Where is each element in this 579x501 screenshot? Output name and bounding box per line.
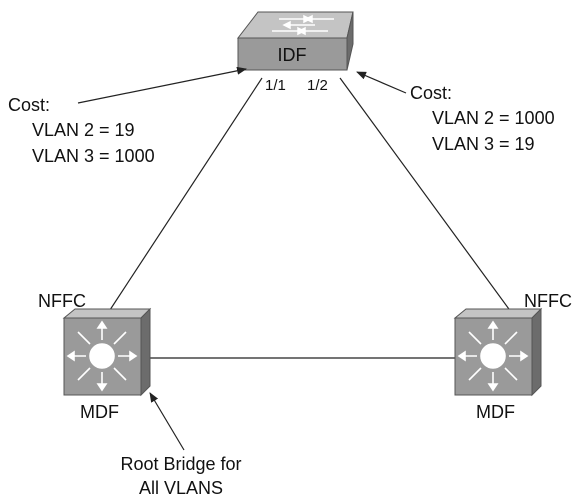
right-mdf-switch-icon xyxy=(453,307,543,397)
right-mdf-bottom-label: MDF xyxy=(476,402,515,422)
link-idf-to-right-mdf xyxy=(339,77,515,317)
cost-right-title: Cost: xyxy=(410,83,452,103)
right-mdf-star-icon xyxy=(457,320,529,392)
idf-switch-icon xyxy=(236,11,354,71)
left-mdf-switch-icon xyxy=(62,307,152,397)
left-mdf-top-label: NFFC xyxy=(38,291,86,311)
cost-right-arrow xyxy=(356,71,407,94)
root-bridge-arrow xyxy=(149,392,185,451)
cost-right-vlan3: VLAN 3 = 19 xyxy=(432,134,535,154)
idf-port-1-2: 1/2 xyxy=(307,77,328,94)
right-mdf-top-label: NFFC xyxy=(524,291,572,311)
link-idf-to-left-mdf xyxy=(105,77,263,317)
cost-left-vlan2: VLAN 2 = 19 xyxy=(32,120,135,140)
left-mdf-star-icon xyxy=(66,320,138,392)
cost-left-vlan3: VLAN 3 = 1000 xyxy=(32,146,155,166)
left-mdf-bottom-label: MDF xyxy=(80,402,119,422)
idf-label: IDF xyxy=(278,45,307,65)
root-note-line1: Root Bridge for xyxy=(120,454,241,474)
cost-left-arrow xyxy=(77,66,247,104)
idf-port-1-1: 1/1 xyxy=(265,77,286,94)
root-note-line2: All VLANS xyxy=(139,478,223,498)
cost-left-title: Cost: xyxy=(8,95,50,115)
cost-right-vlan2: VLAN 2 = 1000 xyxy=(432,108,555,128)
